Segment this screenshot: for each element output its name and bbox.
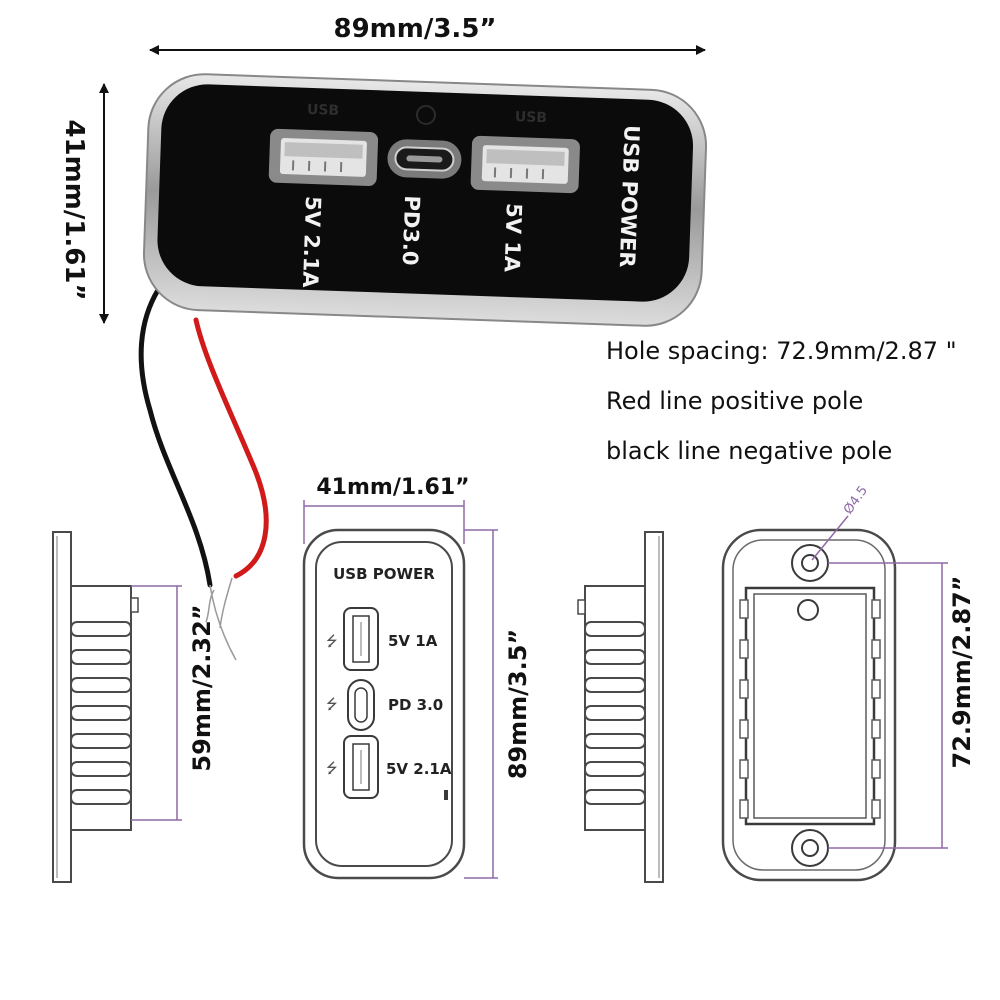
panel-title: USB POWER	[615, 125, 644, 268]
back-view: Ø4.5 72.9mm/2.87”	[721, 483, 976, 882]
front-usb-a-bottom: ⭍ 5V 2.1A	[326, 735, 452, 799]
front-port-label-2: PD 3.0	[388, 696, 443, 714]
port-label-3: 5V 1A	[500, 203, 526, 274]
front-title: USB POWER	[333, 565, 435, 583]
black-wire	[138, 287, 213, 588]
side-view-left: 59mm/2.32”	[52, 531, 216, 883]
side-view-right	[577, 531, 664, 883]
note-black-line: black line negative pole	[606, 437, 893, 465]
device-face	[157, 84, 694, 302]
side-depth-label: 59mm/2.32”	[188, 604, 216, 771]
hole-diameter-label: Ø4.5	[841, 483, 871, 517]
front-view: 41mm/1.61” USB POWER ⭍ 5V 1A ⭍ PD 3.0 ⭍	[302, 475, 532, 880]
top-width-label: 89mm/3.5”	[333, 14, 496, 44]
front-port-label-3: 5V 2.1A	[386, 760, 452, 778]
svg-text:USB: USB	[307, 102, 340, 119]
front-width-label: 41mm/1.61”	[316, 475, 469, 500]
front-usb-c: ⭍ PD 3.0	[326, 679, 443, 731]
front-port-label-1: 5V 1A	[388, 632, 438, 650]
port-label-2: PD3.0	[398, 195, 424, 266]
usb-a-port-right	[470, 135, 580, 194]
note-red-line: Red line positive pole	[606, 387, 864, 415]
front-usb-a-top: ⭍ 5V 1A	[326, 607, 438, 671]
front-height-label: 89mm/3.5”	[504, 629, 532, 779]
usb-a-port-left	[268, 128, 379, 187]
usb-c-port	[387, 139, 462, 179]
top-view: 89mm/3.5” 41mm/1.61” USB USB	[59, 14, 708, 661]
note-hole-spacing: Hole spacing: 72.9mm/2.87 "	[606, 337, 957, 365]
usb-icon: ⭍	[326, 697, 338, 713]
wire-strands	[205, 577, 237, 661]
hole-spacing-label: 72.9mm/2.87”	[948, 576, 976, 769]
port-label-1: 5V 2.1A	[298, 196, 325, 289]
usb-icon: ⭍	[326, 761, 338, 777]
usb-icon: ⭍	[326, 634, 338, 650]
top-height-label: 41mm/1.61”	[59, 119, 89, 300]
svg-text:USB: USB	[515, 109, 548, 126]
red-wire	[193, 317, 269, 579]
